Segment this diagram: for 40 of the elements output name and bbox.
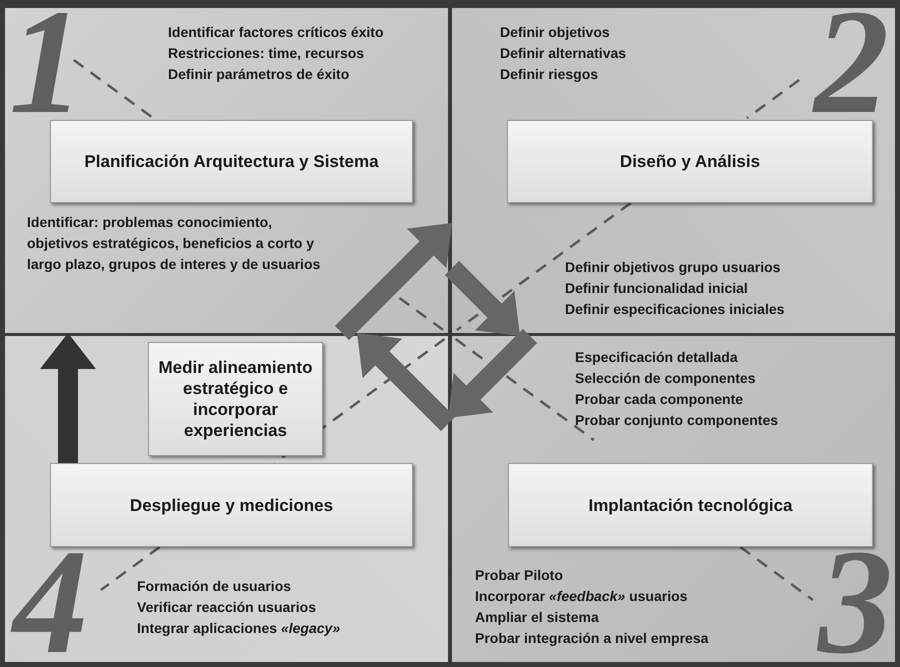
box-title: Diseño y Análisis	[618, 151, 762, 172]
task-text: Definir objetivos	[500, 23, 610, 42]
task-text: Verificar reacción usuarios	[137, 598, 316, 617]
step-number: 1	[9, 8, 85, 116]
task-text: Definir alternativas	[500, 44, 626, 63]
box-title: Planificación Arquitectura y Sistema	[83, 151, 380, 172]
step-number: 2	[814, 8, 890, 116]
task-text: Definir parámetros de éxito	[168, 65, 350, 84]
task-text: Restricciones: time, recursos	[168, 44, 364, 63]
quadrant-panel	[5, 336, 448, 662]
quadrant-panel	[452, 336, 895, 662]
task-text: Probar Piloto	[475, 566, 563, 585]
block-arrow	[40, 333, 96, 463]
task-text: Identificar factores críticos éxito	[168, 23, 384, 42]
task-text: Ampliar el sistema	[475, 608, 599, 627]
task-text: Incorporar «feedback» usuarios	[475, 587, 688, 606]
step-number: 3	[818, 548, 894, 656]
task-text: Definir objetivos grupo usuarios	[565, 258, 780, 277]
phase-box	[148, 342, 323, 456]
phase-box	[50, 120, 413, 203]
quadrant-panel	[452, 8, 895, 333]
task-text: Definir funcionalidad inicial	[565, 279, 748, 298]
box-title: Despliegue y mediciones	[128, 494, 334, 516]
task-text: Selección de componentes	[575, 369, 756, 388]
quadrant-panel	[5, 8, 448, 333]
step-number: 4	[13, 548, 96, 656]
phase-box	[50, 463, 413, 547]
task-text: Formación de usuarios	[137, 577, 292, 596]
task-text: Probar integración a nivel empresa	[475, 629, 708, 648]
task-text: Definir especificaciones iniciales	[565, 300, 784, 319]
task-text: Identificar: problemas conocimiento, objetivos estratégicos, beneficios a corto y largo plazo, grupos de interes y de usuarios	[27, 213, 322, 274]
task-text: Integrar aplicaciones «legacy»	[137, 619, 340, 638]
box-title: Implantación tecnológica	[587, 494, 794, 516]
box-title: Medir alineamiento estratégico e incorporar experiencias	[158, 357, 314, 441]
task-text: Probar conjunto componentes	[575, 411, 778, 430]
task-text: Definir riesgos	[500, 65, 598, 84]
phase-box	[508, 463, 873, 547]
phase-box	[507, 120, 873, 203]
task-text: Especificación detallada	[575, 348, 738, 367]
task-text: Probar cada componente	[575, 390, 744, 409]
